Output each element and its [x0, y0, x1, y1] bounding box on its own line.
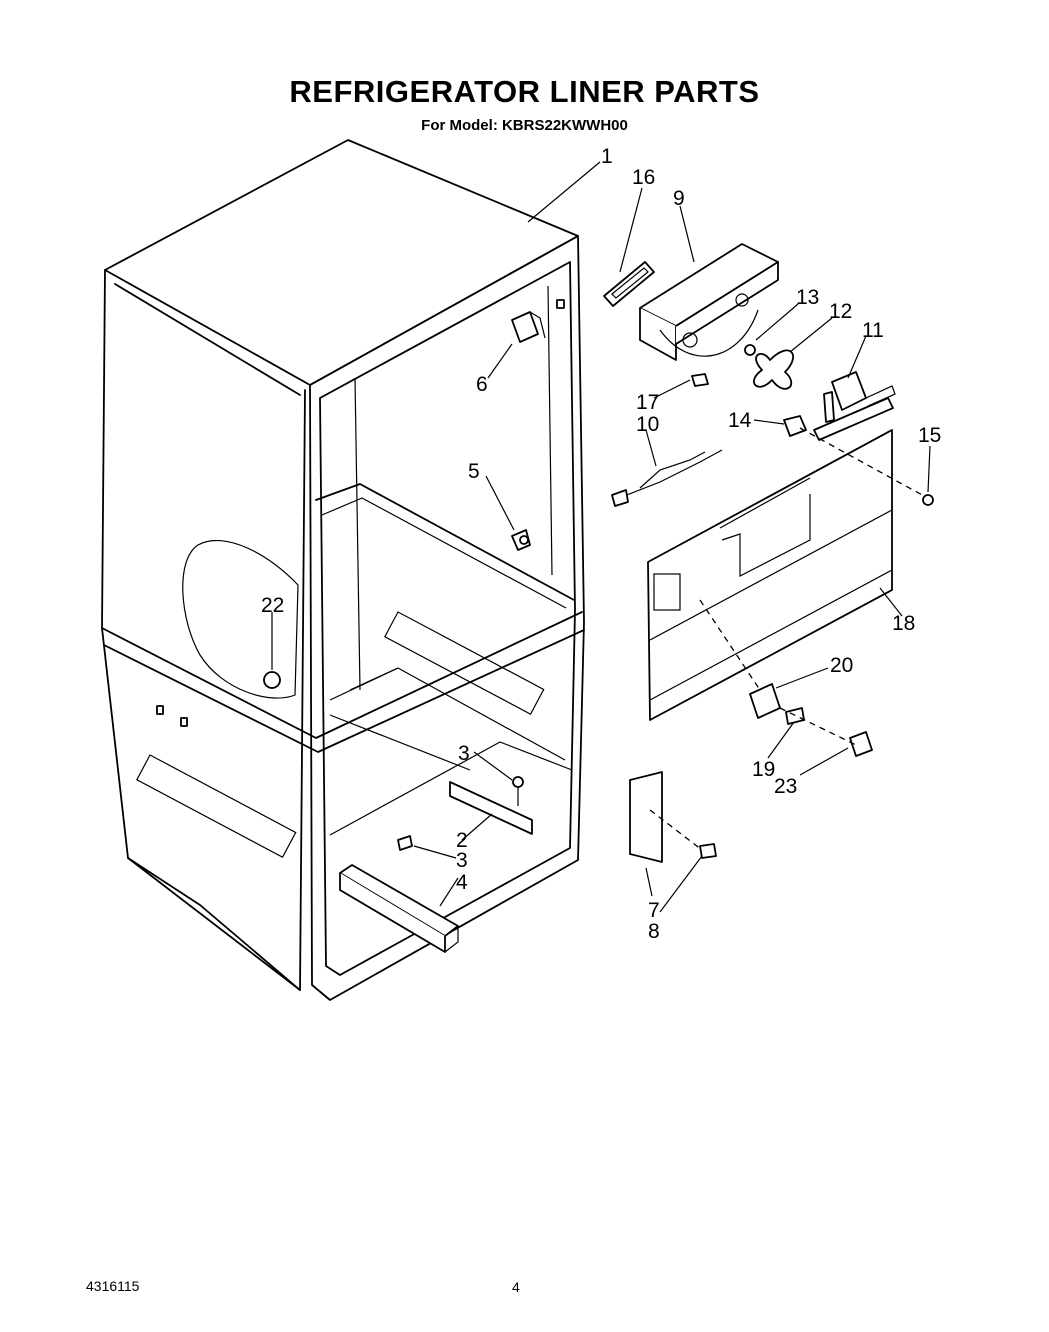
fan-blade-part-12 — [753, 349, 794, 390]
light-switch-part-6 — [511, 311, 546, 343]
heater-harness-part-10 — [611, 449, 723, 507]
nut-part-13 — [744, 344, 756, 356]
evaporator-cover-part-18 — [647, 429, 893, 721]
grommet-part-14 — [783, 415, 807, 437]
document-number: 4316115 — [86, 1278, 140, 1294]
screw-part-8 — [699, 843, 717, 859]
screw-part-17 — [691, 373, 709, 387]
page-number: 4 — [512, 1279, 520, 1295]
callout-13: 13 — [796, 286, 819, 309]
page-title: REFRIGERATOR LINER PARTS — [289, 74, 760, 109]
light-socket-part-5 — [511, 529, 531, 551]
seal-part-16 — [603, 261, 655, 307]
callout-11: 11 — [862, 319, 884, 342]
callout-18: 18 — [892, 612, 915, 635]
callout-17: 17 — [636, 391, 659, 414]
plate-part-20 — [749, 683, 781, 719]
knob-part-23 — [849, 731, 873, 757]
callout-12: 12 — [829, 300, 852, 323]
callout-6: 6 — [476, 373, 488, 396]
air-duct-part-7 — [629, 771, 663, 863]
screw-part-3-lower — [397, 835, 413, 851]
callout-4: 4 — [456, 871, 468, 894]
leader-lines — [271, 161, 931, 913]
callout-9: 9 — [673, 187, 685, 210]
cabinet-liner — [101, 139, 585, 1001]
callout-10: 10 — [636, 413, 659, 436]
callout-1: 1 — [601, 145, 613, 168]
callout-3a: 3 — [458, 742, 470, 765]
callout-22: 22 — [261, 594, 284, 617]
callout-labels: 1 16 9 13 12 11 6 17 10 14 15 5 22 18 20… — [261, 145, 941, 943]
rail-part-2 — [449, 781, 533, 835]
callout-7: 7 — [648, 899, 660, 922]
callout-8: 8 — [648, 920, 660, 943]
callout-2: 2 — [456, 829, 468, 852]
callout-23: 23 — [774, 775, 797, 798]
callout-20: 20 — [830, 654, 853, 677]
callout-16: 16 — [632, 166, 655, 189]
front-grille-part-4 — [339, 864, 459, 953]
callout-15: 15 — [918, 424, 941, 447]
callout-5: 5 — [468, 460, 480, 483]
fan-shroud-part-9 — [639, 243, 779, 361]
screw-part-3-upper — [512, 776, 524, 806]
callout-19: 19 — [752, 758, 775, 781]
motor-bracket — [813, 397, 894, 441]
model-subtitle: For Model: KBRS22KWWH00 — [421, 117, 628, 134]
screw-part-15 — [922, 494, 934, 506]
callout-14: 14 — [728, 409, 752, 432]
callout-3b: 3 — [456, 849, 468, 872]
